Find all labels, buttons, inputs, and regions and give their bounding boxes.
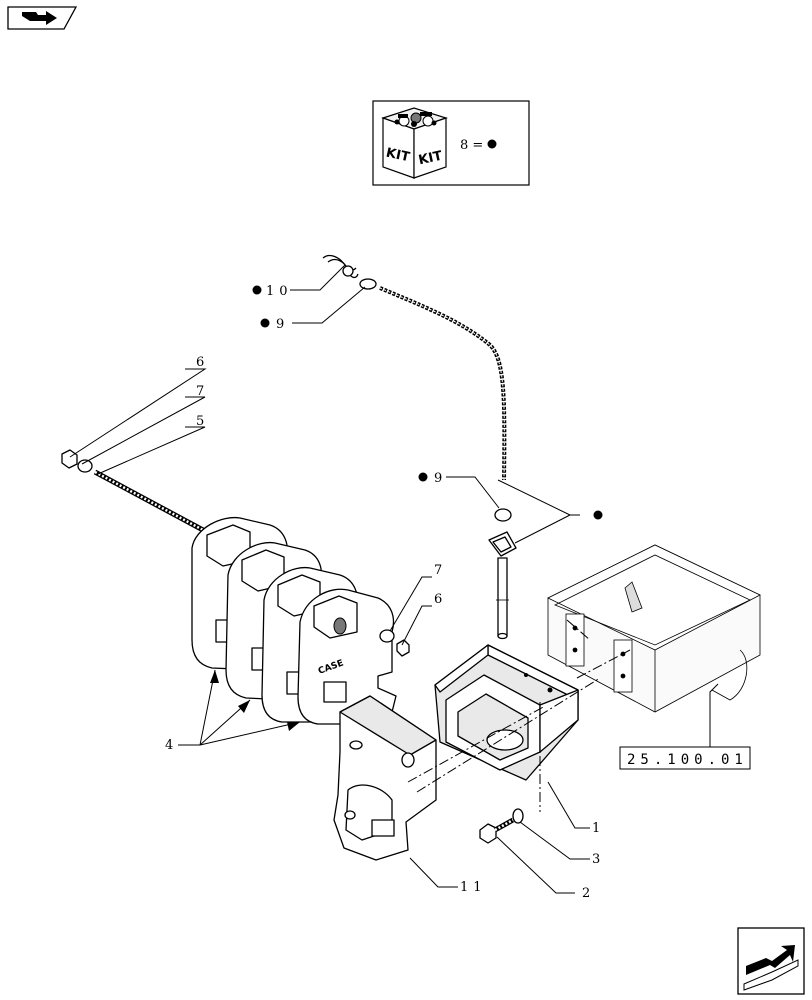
callout-11: 11 [460, 880, 487, 895]
small-bolt [479, 808, 524, 844]
kit-equation: 8 = [460, 138, 483, 153]
callout-9-bottom: 9 [434, 471, 442, 486]
callout-3: 3 [592, 852, 600, 867]
chain [379, 286, 507, 481]
nut-right [396, 639, 410, 657]
callout-10: 10 [266, 284, 293, 299]
callout-5: 5 [196, 414, 204, 429]
o-ring-top [359, 278, 377, 290]
callout-6-left: 6 [196, 355, 204, 370]
drawbar-pin [488, 531, 517, 640]
callout-6-right: 6 [434, 592, 442, 607]
hitch-block [333, 695, 437, 861]
callout-7-left: 7 [196, 384, 204, 399]
washer-right [379, 629, 395, 643]
callout-4: 4 [165, 738, 173, 753]
reference-code: 25.100.01 [627, 752, 748, 768]
kit-dot-group [593, 510, 603, 520]
tractor-frame [547, 544, 761, 713]
kit-dot-9-top [260, 318, 270, 328]
leader-arrowheads [210, 670, 300, 731]
counterweights: CASE [191, 516, 397, 725]
kit-box-icon [381, 107, 448, 179]
next-page-arrow-icon[interactable] [737, 927, 805, 995]
reference-box[interactable]: 25.100.01 [619, 746, 751, 770]
o-ring-bottom [494, 508, 512, 522]
kit-legend: KIT KIT 8 = [372, 100, 530, 186]
drawbar-housing [434, 644, 579, 781]
book-arrow-icon[interactable] [7, 6, 78, 30]
callout-7-right: 7 [434, 563, 442, 578]
callout-9-top: 9 [276, 317, 284, 332]
callout-2: 2 [582, 886, 590, 901]
callout-1: 1 [592, 821, 600, 836]
kit-dot-10 [252, 285, 262, 295]
long-bolt [61, 449, 205, 533]
assembly-lines [407, 619, 631, 812]
filled-dot-icon [487, 139, 497, 149]
kit-label-right: KIT [417, 149, 444, 169]
spring-clip [322, 254, 359, 279]
kit-dot-9-bottom [418, 472, 428, 482]
kit-label-left: KIT [385, 146, 412, 166]
